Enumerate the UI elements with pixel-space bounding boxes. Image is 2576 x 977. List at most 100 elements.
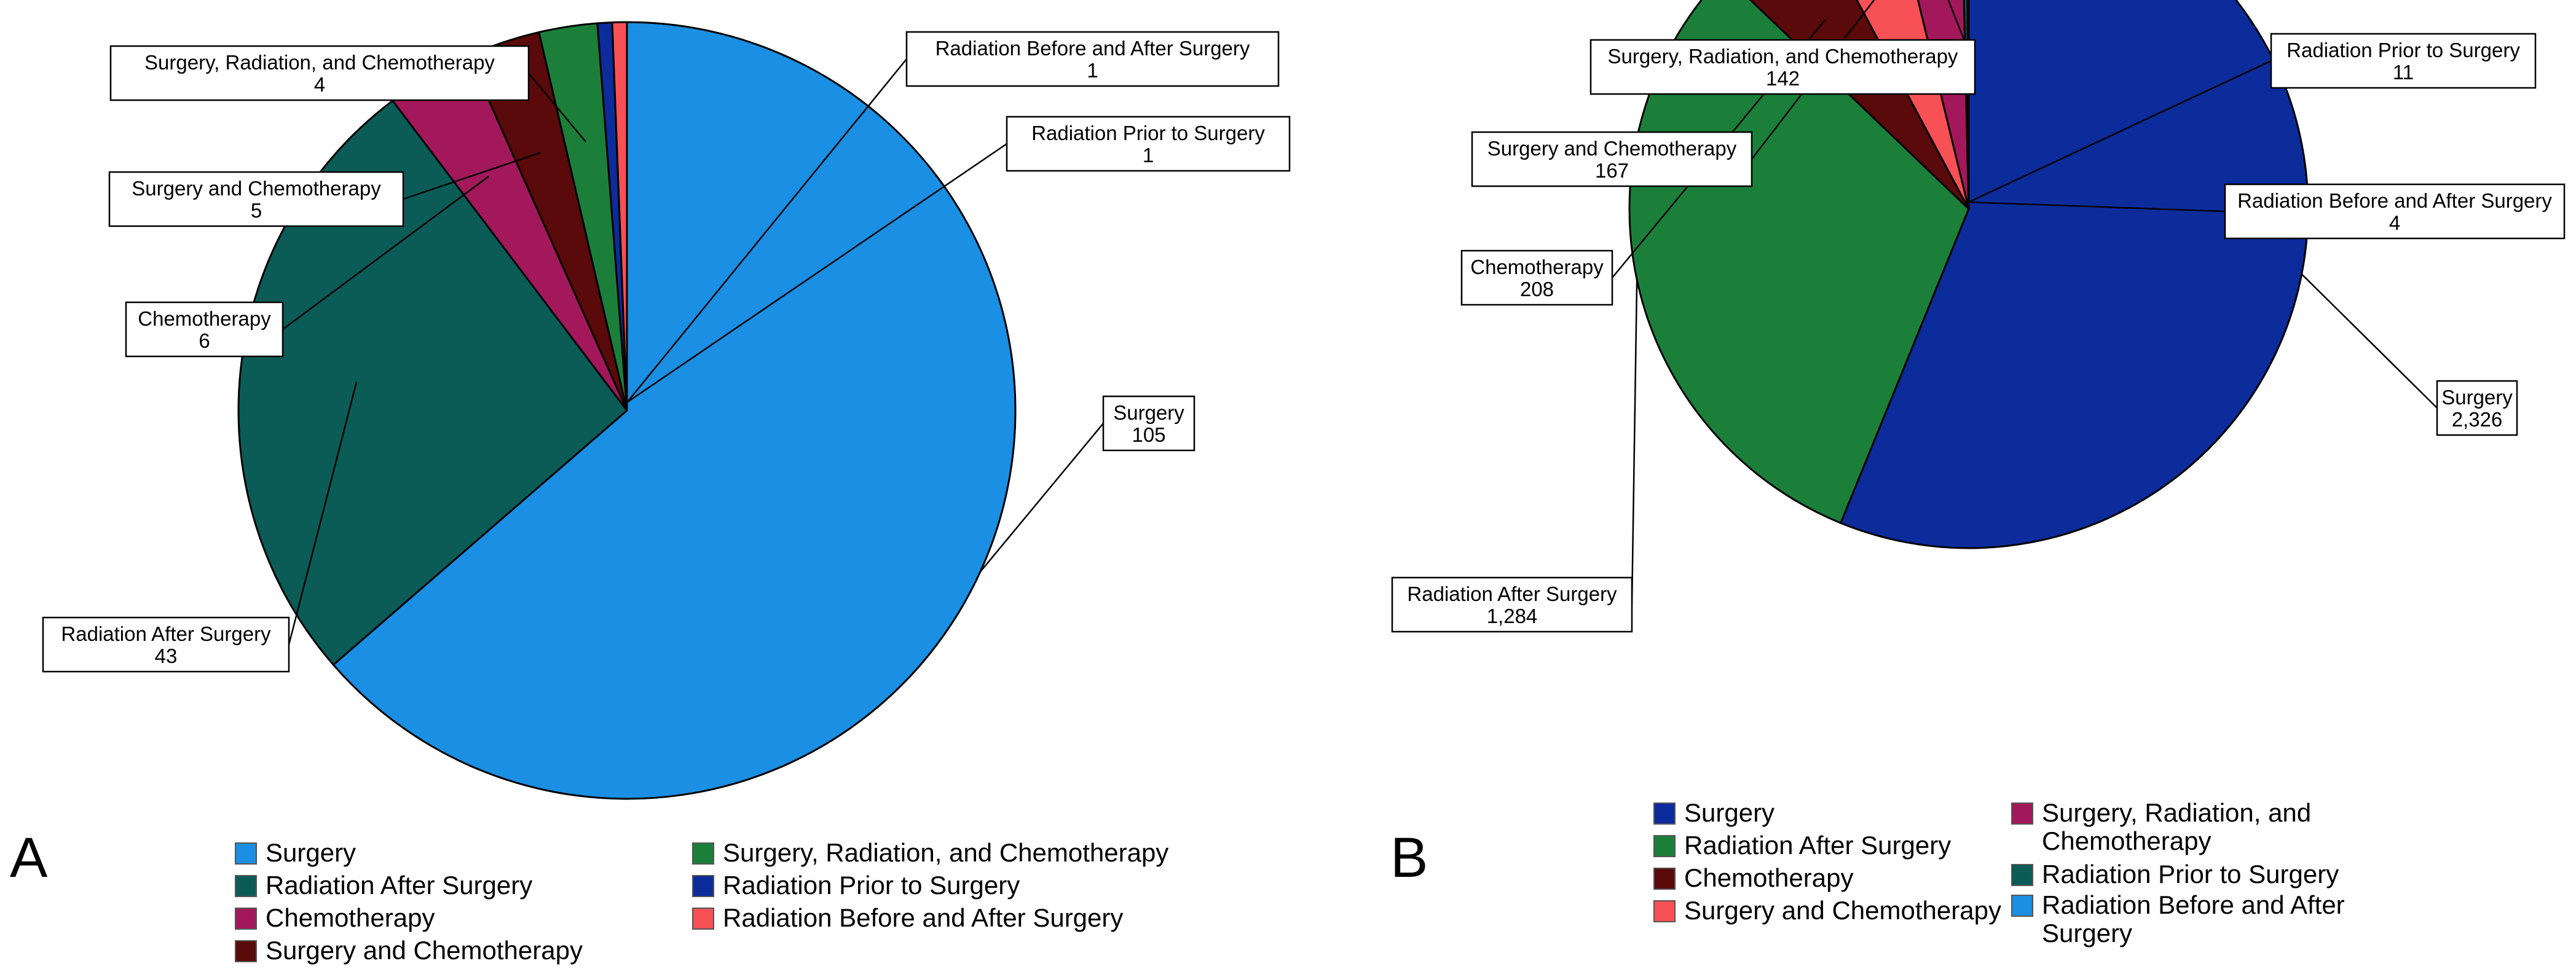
legend-item-b-radiation-prior-to-surgery: Radiation Prior to Surgery <box>2011 860 2339 889</box>
legend-swatch <box>1653 802 1676 825</box>
slice-label-surgery-radiation-and-chemotherapy: Surgery, Radiation, and Chemotherapy <box>1608 45 1958 68</box>
leader-line-radiation-prior-to-surgery <box>626 143 1007 404</box>
slice-label-chemotherapy: Chemotherapy <box>1470 256 1604 278</box>
slice-label-radiation-before-and-after-surgery: Radiation Before and After Surgery <box>2237 189 2552 212</box>
label-box-radiation-before-and-after-surgery <box>905 31 1280 87</box>
legend-swatch <box>235 875 257 897</box>
slice-value-radiation-after-surgery: 43 <box>155 645 178 667</box>
legend-swatch <box>692 875 714 897</box>
legend-label: Radiation After Surgery <box>266 871 533 900</box>
label-box-surgery-radiation-and-chemotherapy <box>109 45 530 101</box>
label-box-surgery-and-chemotherapy <box>1471 131 1753 187</box>
legend-label: Surgery <box>1684 798 1775 827</box>
slice-value-surgery-and-chemotherapy: 5 <box>251 199 262 222</box>
legend-label: Radiation Before and After Surgery <box>2042 890 2345 948</box>
legend-item-b-surgery-radiation-chemotherapy: Surgery, Radiation, and Chemotherapy <box>2011 799 2325 855</box>
slice-label-radiation-after-surgery: Radiation After Surgery <box>61 622 271 645</box>
slice-value-chemotherapy: 208 <box>1520 278 1554 300</box>
leader-line-surgery <box>979 423 1104 573</box>
slice-label-radiation-prior-to-surgery: Radiation Prior to Surgery <box>2286 39 2520 61</box>
legend-item-a-surgery: Surgery <box>235 839 356 867</box>
legend-swatch <box>2011 864 2033 886</box>
leader-line-surgery-and-chemotherapy <box>403 152 541 200</box>
slice-label-surgery: Surgery <box>1113 401 1184 424</box>
slice-value-surgery-and-chemotherapy: 167 <box>1595 159 1629 182</box>
slice-label-surgery-and-chemotherapy: Surgery and Chemotherapy <box>1487 137 1737 160</box>
legend-swatch <box>235 842 257 865</box>
leader-line-radiation-after-surgery <box>1631 280 1638 605</box>
legend-label: Radiation Prior to Surgery <box>723 871 1020 900</box>
panel-letter-b: B <box>1390 826 1428 889</box>
legend-swatch <box>2011 895 2033 917</box>
legend-item-b-radiation-before-and-after: Radiation Before and After Surgery <box>2011 891 2361 948</box>
legend-item-b-chemotherapy: Chemotherapy <box>1653 864 1853 892</box>
legend-label: Chemotherapy <box>266 903 435 932</box>
slice-label-radiation-prior-to-surgery: Radiation Prior to Surgery <box>1031 122 1265 144</box>
label-box-surgery <box>2436 380 2518 436</box>
slice-value-radiation-prior-to-surgery: 11 <box>2393 61 2414 84</box>
slice-label-surgery-radiation-and-chemotherapy: Surgery, Radiation, and Chemotherapy <box>144 51 495 74</box>
label-box-chemotherapy <box>125 301 284 358</box>
legend-swatch <box>1653 868 1676 890</box>
slice-label-radiation-before-and-after-surgery: Radiation Before and After Surgery <box>935 37 1250 60</box>
legend-swatch <box>235 908 257 930</box>
legend-swatch <box>2011 802 2033 825</box>
pie-slice-radiation-before-and-after-surgery <box>611 21 628 411</box>
label-box-radiation-after-surgery <box>42 616 290 673</box>
label-box-surgery-and-chemotherapy <box>108 171 404 227</box>
panel-letter-a: A <box>10 826 48 889</box>
legend-label: Radiation Prior to Surgery <box>2042 860 2339 889</box>
legend-label: Surgery, Radiation, and Chemotherapy <box>723 838 1169 867</box>
slice-value-surgery: 2,326 <box>2452 408 2503 431</box>
slice-label-surgery-and-chemotherapy: Surgery and Chemotherapy <box>132 177 381 200</box>
leader-line-radiation-before-and-after-surgery <box>1968 201 2226 213</box>
slice-label-chemotherapy: Chemotherapy <box>138 307 271 330</box>
legend-label: Chemotherapy <box>1684 863 1854 892</box>
slice-value-radiation-after-surgery: 1,284 <box>1487 605 1538 627</box>
leader-line-surgery <box>2301 273 2438 409</box>
legend-item-b-surgery: Surgery <box>1653 799 1774 827</box>
leader-line-radiation-before-and-after-surgery <box>626 58 907 404</box>
pie-slice-radiation-after-surgery <box>237 99 629 666</box>
label-box-radiation-prior-to-surgery <box>2270 33 2537 89</box>
legend-label: Surgery and Chemotherapy <box>1684 896 2001 925</box>
legend-item-a-radiation-after-surgery: Radiation After Surgery <box>235 871 532 900</box>
slice-value-chemotherapy: 6 <box>199 329 210 352</box>
slice-label-surgery: Surgery <box>2441 386 2513 409</box>
slice-value-radiation-before-and-after-surgery: 1 <box>1087 59 1098 82</box>
legend-item-a-surgery-radiation-chemotherapy: Surgery, Radiation, and Chemotherapy <box>692 839 1168 867</box>
legend-label: Surgery and Chemotherapy <box>266 936 583 965</box>
legend-swatch <box>692 842 714 865</box>
legend-item-a-chemotherapy: Chemotherapy <box>235 904 435 932</box>
slice-value-radiation-before-and-after-surgery: 4 <box>2389 211 2400 234</box>
label-box-radiation-after-surgery <box>1391 576 1633 633</box>
slice-value-radiation-prior-to-surgery: 1 <box>1143 144 1154 167</box>
legend-swatch <box>1653 835 1676 857</box>
legend-item-a-radiation-prior-to-surgery: Radiation Prior to Surgery <box>692 871 1020 900</box>
legend-item-b-surgery-and-chemotherapy: Surgery and Chemotherapy <box>1653 897 2001 925</box>
slice-label-radiation-after-surgery: Radiation After Surgery <box>1407 583 1617 605</box>
pie-slice-surgery <box>332 21 1017 800</box>
legend-item-a-radiation-before-and-after: Radiation Before and After Surgery <box>692 904 1123 932</box>
leader-line-surgery-radiation-and-chemotherapy <box>528 73 586 143</box>
legend-item-a-surgery-and-chemotherapy: Surgery and Chemotherapy <box>235 936 583 965</box>
slice-value-surgery-radiation-and-chemotherapy: 4 <box>314 73 325 96</box>
label-box-radiation-prior-to-surgery <box>1006 116 1291 172</box>
legend-swatch <box>1653 900 1676 922</box>
legend-label: Radiation After Surgery <box>1684 831 1952 860</box>
legend-item-b-radiation-after-surgery: Radiation After Surgery <box>1653 831 1951 860</box>
legend-label: Surgery, Radiation, and Chemotherapy <box>2042 798 2312 855</box>
legend-label: Radiation Before and After Surgery <box>723 903 1124 932</box>
leader-line-radiation-after-surgery <box>288 382 358 645</box>
label-box-radiation-before-and-after-surgery <box>2224 183 2566 240</box>
legend-label: Surgery <box>266 838 356 867</box>
label-box-surgery-radiation-and-chemotherapy <box>1589 39 1976 95</box>
label-box-surgery <box>1102 395 1195 452</box>
legend-swatch <box>235 940 257 962</box>
slice-value-surgery-radiation-and-chemotherapy: 142 <box>1766 67 1800 90</box>
legend-swatch <box>692 908 714 930</box>
